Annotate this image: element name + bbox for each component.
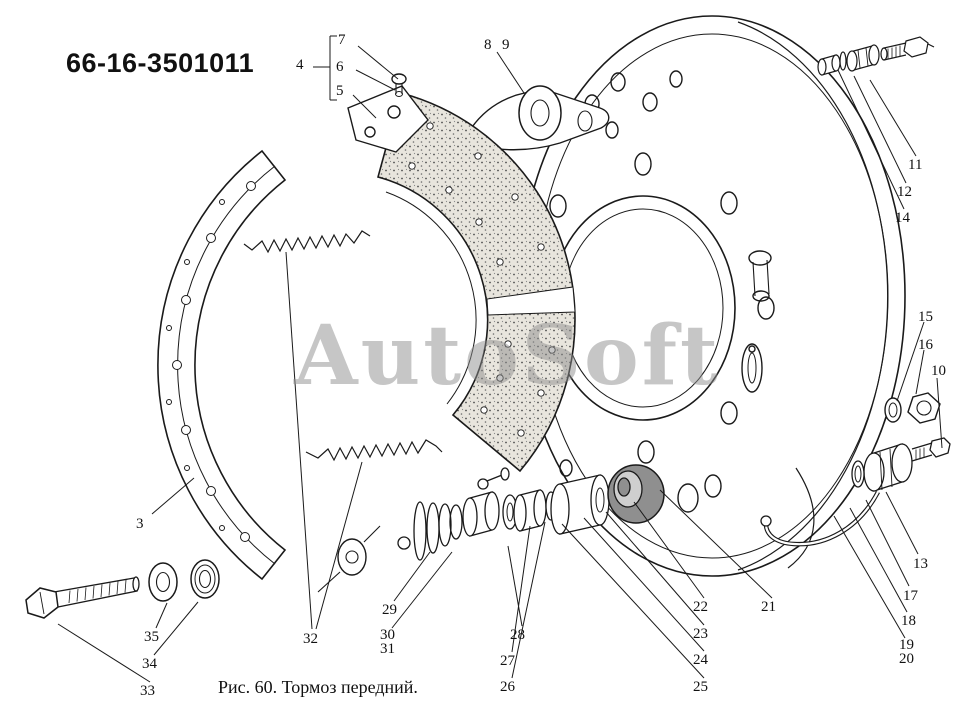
callout-34: 34 [142, 656, 157, 672]
callout-5: 5 [336, 83, 344, 99]
nut-and-washer [884, 392, 941, 424]
part-number-title: 66-16-3501011 [66, 48, 255, 78]
watermark: AutoSoft [294, 308, 721, 404]
callout-8: 8 [484, 37, 492, 53]
anchor-bracket [469, 85, 610, 151]
wheel-cylinder-parts [397, 464, 665, 561]
callout-4: 4 [296, 57, 304, 73]
callout-25: 25 [693, 679, 708, 695]
callout-6: 6 [336, 59, 344, 75]
callout-28: 28 [510, 627, 525, 643]
callout-29: 29 [382, 602, 397, 618]
brake-shoe-lining [347, 73, 576, 473]
callout-16: 16 [918, 337, 933, 353]
brake-hose-fittings [817, 36, 935, 76]
callout-21: 21 [761, 599, 776, 615]
callout-35: 35 [144, 629, 159, 645]
mounting-bolt [25, 576, 140, 619]
callout-17: 17 [903, 588, 918, 604]
callout-18: 18 [901, 613, 916, 629]
backing-plate [518, 15, 906, 577]
callout-14: 14 [895, 210, 910, 226]
callout-31: 31 [380, 641, 395, 657]
callout-7: 7 [338, 32, 346, 48]
callout-9: 9 [502, 37, 510, 53]
leader-lines [57, 35, 943, 683]
brake-shoe-outer [157, 149, 381, 593]
return-springs [243, 230, 443, 462]
callout-10: 10 [931, 363, 946, 379]
figure-caption: Рис. 60. Тормоз передний. [218, 677, 418, 697]
washers [148, 559, 220, 602]
callout-27: 27 [500, 653, 515, 669]
callout-3: 3 [136, 516, 144, 532]
callout-19: 19 [899, 637, 914, 653]
callout-30: 30 [380, 627, 395, 643]
callout-20: 20 [899, 651, 914, 667]
callout-26: 26 [500, 679, 515, 695]
callout-22: 22 [693, 599, 708, 615]
callout-32: 32 [303, 631, 318, 647]
callout-13: 13 [913, 556, 928, 572]
callout-24: 24 [693, 652, 708, 668]
callout-11: 11 [908, 157, 923, 173]
callout-15: 15 [918, 309, 933, 325]
callout-23: 23 [693, 626, 708, 642]
callout-12: 12 [897, 184, 912, 200]
callout-33: 33 [140, 683, 155, 699]
banjo-fitting-and-pipe [760, 437, 951, 547]
